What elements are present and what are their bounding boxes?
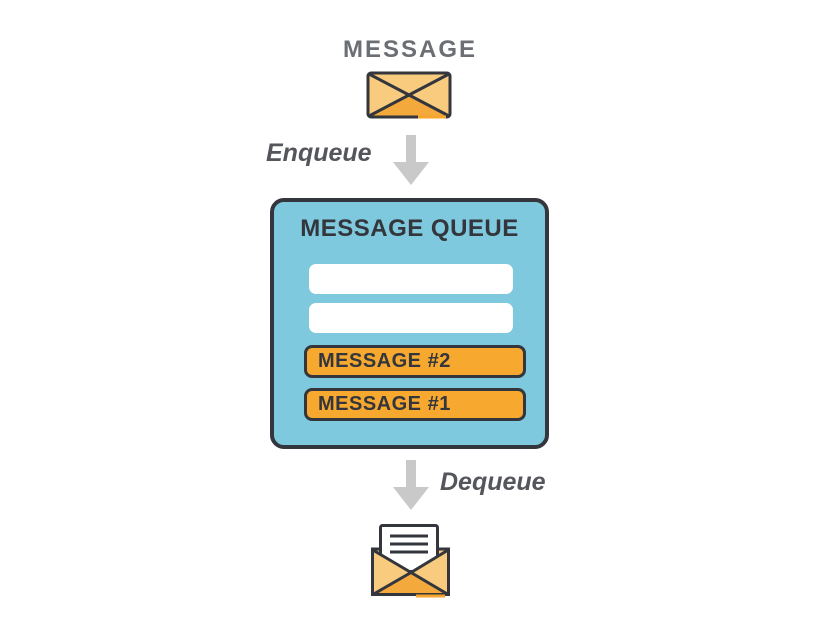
enqueue-label: Enqueue [266,139,372,167]
message-queue-box: MESSAGE QUEUE MESSAGE #2 MESSAGE #1 [270,198,549,449]
down-arrow-icon [392,460,430,516]
open-envelope-with-letter-icon [366,519,456,606]
dequeue-label: Dequeue [440,468,546,496]
down-arrow-icon [392,135,430,191]
queue-slot-empty [309,303,513,333]
message-title: MESSAGE [342,36,478,63]
closed-envelope-icon [362,69,456,126]
queue-message-item: MESSAGE #2 [304,345,526,378]
queue-slot-empty [309,264,513,294]
queue-message-item: MESSAGE #1 [304,388,526,421]
message-queue-title: MESSAGE QUEUE [300,215,519,242]
